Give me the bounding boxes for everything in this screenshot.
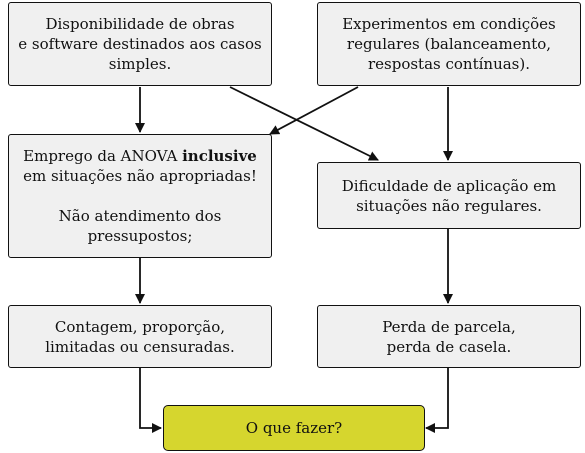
box-irregular-difficulty: Dificuldade de aplicação em situações nã… [317, 162, 581, 229]
box-software-availability-line3: simples. [108, 55, 172, 73]
box-anova-misuse-bold-word: inclusive [182, 147, 257, 165]
box-regular-experiments-line2: regulares (balanceamento, [346, 35, 552, 53]
box-irregular-difficulty-line2: situações não regulares. [356, 196, 542, 215]
box-anova-misuse-line3: Não atendimento dos [58, 207, 222, 225]
box-count-proportion: Contagem, proporção, limitadas ou censur… [8, 305, 272, 368]
arrow-topleft-to-midright [229, 86, 379, 161]
box-software-availability: Disponibilidade de obras e software dest… [8, 2, 272, 86]
box-software-availability-line2: e software destinados aos casos [18, 35, 262, 53]
box-regular-experiments: Experimentos em condições regulares (bal… [317, 2, 581, 86]
box-regular-experiments-line1: Experimentos em condições [342, 15, 556, 33]
box-anova-misuse-line4: pressupostos; [87, 227, 193, 245]
box-count-proportion-line1: Contagem, proporção, [54, 317, 226, 336]
box-anova-misuse-line2: em situações não apropriadas! [23, 167, 257, 185]
box-plot-loss-line2: perda de casela. [386, 337, 512, 356]
arrow-lowright-to-final [425, 368, 449, 433]
box-irregular-difficulty-line1: Dificuldade de aplicação em [341, 176, 557, 195]
box-plot-loss: Perda de parcela, perda de casela. [317, 305, 581, 368]
box-what-to-do: O que fazer? [163, 405, 425, 451]
box-plot-loss-line1: Perda de parcela, [382, 317, 516, 336]
box-anova-misuse-line1-text: Emprego da ANOVA [23, 147, 183, 165]
box-what-to-do-label: O que fazer? [245, 419, 343, 437]
arrow-lowleft-to-final [139, 368, 162, 433]
box-software-availability-line1: Disponibilidade de obras [45, 15, 235, 33]
box-anova-misuse-line1: Emprego da ANOVA inclusive [23, 146, 257, 166]
arrow-topright-to-midleft [269, 86, 359, 135]
box-regular-experiments-line3: respostas contínuas). [367, 55, 530, 73]
box-anova-misuse: Emprego da ANOVA inclusive em situações … [8, 134, 272, 258]
box-count-proportion-line2: limitadas ou censuradas. [45, 337, 235, 356]
